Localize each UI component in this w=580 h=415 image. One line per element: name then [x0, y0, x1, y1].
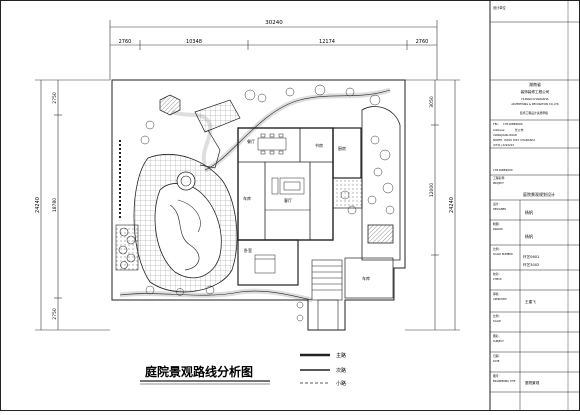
tb-phone-label: TEL:: [492, 122, 499, 126]
tb-scale-en: SCALE NUMBER: [493, 252, 513, 256]
tb-company-sub: 装饰装修工程公司: [521, 89, 550, 94]
room-bedroom: 卧室: [244, 247, 252, 253]
tb-scale-value-1: 环艺0601: [523, 254, 539, 259]
dim-top-seg-1: 2760: [119, 39, 132, 45]
tb-drawn-value: 杨帆: [525, 233, 533, 239]
tb-address-3: NORTH, YUELU DIST. CHANGSHA: [493, 138, 535, 142]
tb-drawing-no-value: 庭院景观: [525, 380, 540, 385]
tb-drawing-no-label: 图号:: [493, 374, 500, 378]
tb-subject-label: 图名:: [493, 334, 500, 338]
pond-stream: [169, 204, 200, 271]
tb-address-label: Address:: [493, 128, 505, 132]
tb-date-en: DATE: [493, 359, 500, 363]
tb-scale2-label: 比例:: [493, 314, 500, 318]
tb-drawn-en: DRAWN: [493, 227, 503, 231]
legend: 主路 次路 小路: [300, 352, 346, 387]
dim-top-total: 30240: [265, 20, 283, 26]
shrubs-left: [118, 227, 136, 269]
tb-phone: 13516889000: [503, 122, 523, 126]
dim-top-seg-3: 12174: [319, 39, 335, 45]
tb-company-en-2: ADVERTISING & DECORATION CO.,LTD: [511, 102, 558, 106]
left-dimensions: [35, 79, 110, 331]
legend-main-label: 主路: [336, 352, 346, 359]
tb-fax: 13516889000: [493, 168, 513, 172]
tb-date-label: 日期:: [493, 354, 500, 358]
room-dining: 餐厅: [247, 138, 255, 144]
room-car: 车库: [362, 275, 370, 281]
top-dimensions: [109, 20, 438, 80]
title-block: [490, 21, 580, 411]
shrubs-bottom: [145, 285, 304, 322]
room-garage: 车库: [243, 195, 251, 201]
timber-deck: [194, 99, 241, 133]
tb-address-2: XIANGJIANG ROAD: [493, 133, 517, 137]
tb-approved-value: 王建飞: [525, 299, 536, 304]
room-study: 书房: [315, 142, 323, 148]
tb-project-label: 工程名称:: [493, 176, 505, 180]
tb-drawn-label: 制图:: [493, 222, 500, 226]
room-living: 客厅: [284, 197, 292, 203]
dim-left-total: 24240: [35, 197, 41, 213]
dim-left-seg-1: 2750: [52, 92, 58, 104]
living-sofa: [271, 177, 305, 195]
dim-right-seg-1: 3050: [429, 96, 435, 108]
tb-project-value: 庭院景观规划设计: [523, 191, 555, 197]
tb-tel-2: (0731) 2222222: [493, 143, 514, 147]
tb-approved-en: APPROVED: [493, 297, 507, 301]
dim-right-seg-2: 12000: [429, 183, 435, 197]
bedroom-bed: [254, 254, 276, 274]
pool: [367, 224, 394, 244]
entrance-steps: [311, 259, 343, 331]
tb-address-1: 长沙市: [515, 128, 524, 132]
tb-approved-label: 审核:: [493, 292, 500, 296]
dining-table: [257, 133, 287, 155]
drawing-title: 庭院景观路线分析图: [145, 364, 253, 379]
tb-company-en-1: HUNAN CHANGSHA: [521, 97, 548, 101]
legend-minor-label: 小路: [336, 380, 346, 387]
tb-scale-value-2: 环艺3002: [523, 262, 539, 267]
tb-designer-value: 杨帆: [525, 209, 533, 215]
shrubs-top: [140, 84, 381, 145]
dim-top-seg-4: 2760: [416, 39, 429, 45]
tb-check-en: CHECK: [493, 277, 502, 281]
pavilion-round: [176, 171, 196, 191]
tb-check-label: 校对:: [493, 272, 500, 276]
tb-scale2-en: SCALE: [493, 319, 501, 323]
east-court: [361, 106, 401, 261]
terrace-east: [332, 177, 363, 209]
site-boundary: [111, 79, 406, 331]
tb-designer-en: DESIGNER: [493, 207, 506, 211]
garage-block: [237, 239, 299, 286]
tb-scale-label: 比例:: [493, 247, 500, 251]
legend-secondary-label: 次路: [336, 367, 346, 374]
dim-left-seg-2: 18780: [52, 198, 58, 212]
room-kitchen: 厨房: [338, 145, 346, 151]
tb-drawing-no-en: ENGINEERING TYPE: [493, 380, 516, 383]
tb-designer-label: 设计:: [493, 202, 500, 206]
right-dimensions: [405, 79, 460, 331]
dim-top-seg-2: 10348: [186, 39, 202, 45]
driveway: [344, 257, 394, 299]
tb-company: 湖南省: [529, 81, 541, 87]
tb-cert: 装饰工程设计资质甲级: [520, 111, 548, 115]
dim-left-seg-3: 2750: [52, 308, 58, 320]
tb-project-en: PROJECT: [493, 181, 504, 185]
tb-subject-en: SUBJECT: [493, 339, 504, 343]
tb-header: 设计单位: [493, 5, 507, 10]
dim-right-total: 24240: [449, 197, 455, 213]
